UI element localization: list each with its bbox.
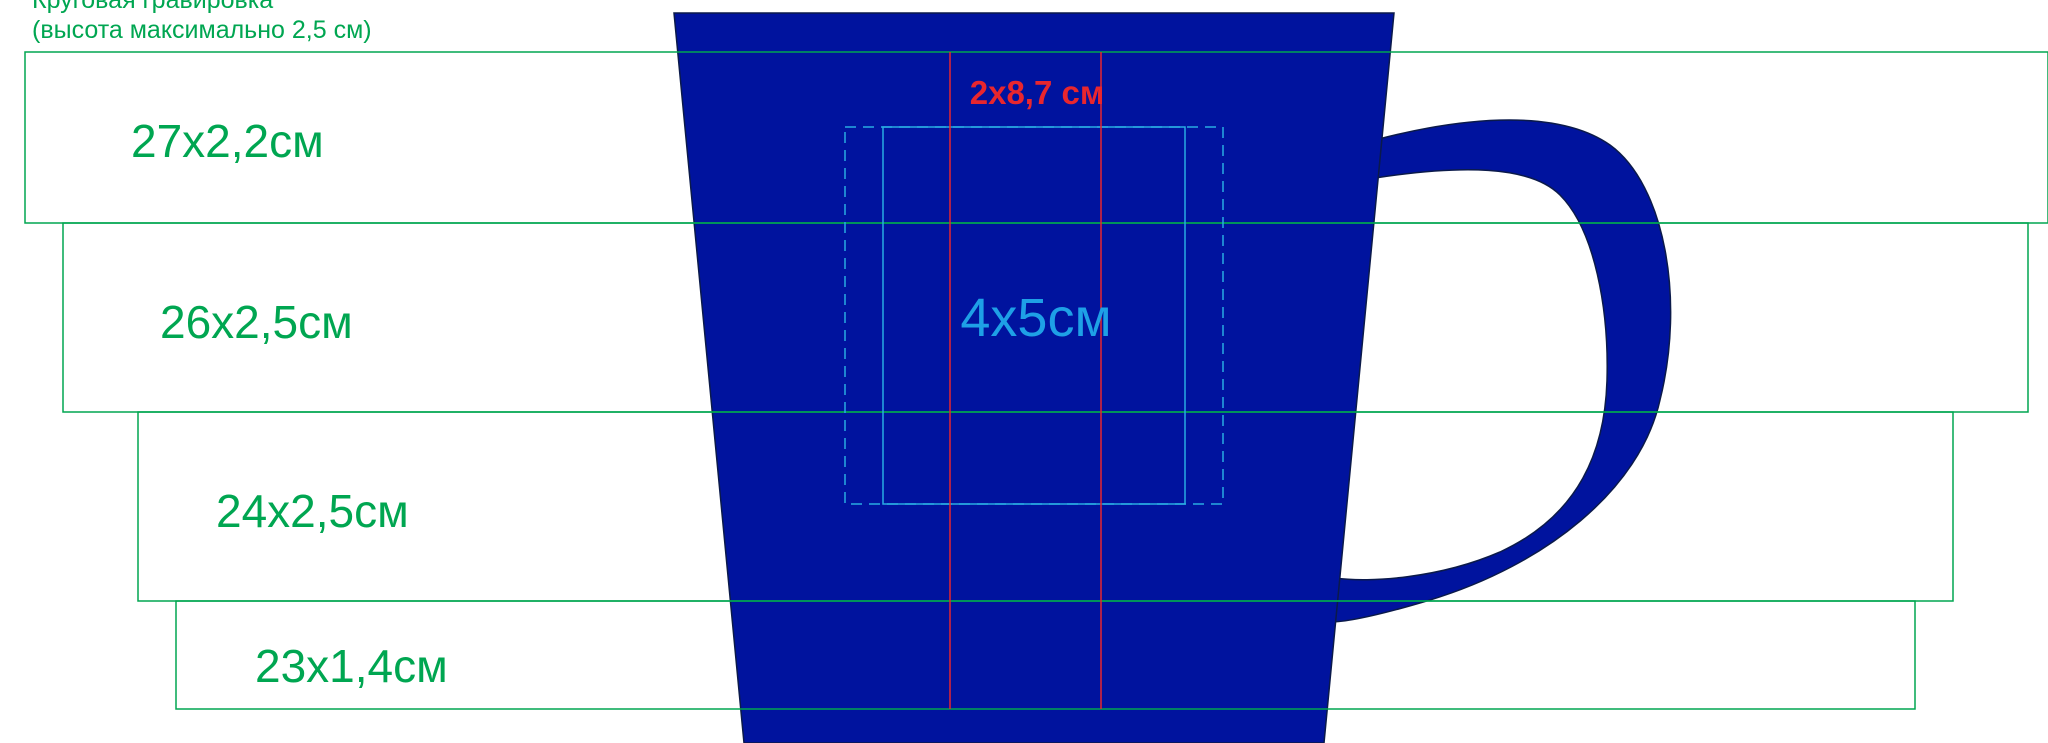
square-engraving-area (844, 126, 1224, 505)
mug-handle (1329, 119, 1672, 623)
mug-body (673, 12, 1395, 743)
band-label-1: 27x2,2см (131, 115, 324, 167)
header-title-line1: Круговая гравировка (32, 0, 273, 14)
header: Круговая гравировка (высота максимально … (32, 0, 372, 44)
engraving-band-4 (175, 600, 1916, 710)
vertical-strip (949, 52, 1102, 709)
engraving-bands (24, 51, 2048, 710)
band-label-3: 24x2,5см (216, 485, 409, 537)
band-label-4: 23x1,4см (255, 640, 448, 692)
header-title-line2: (высота максимально 2,5 см) (32, 16, 372, 44)
square-area-inner (882, 126, 1186, 505)
square-area-label: 4x5см (960, 288, 1111, 348)
strip-label: 2x8,7 см (970, 74, 1105, 111)
band-label-2: 26x2,5см (160, 296, 353, 348)
